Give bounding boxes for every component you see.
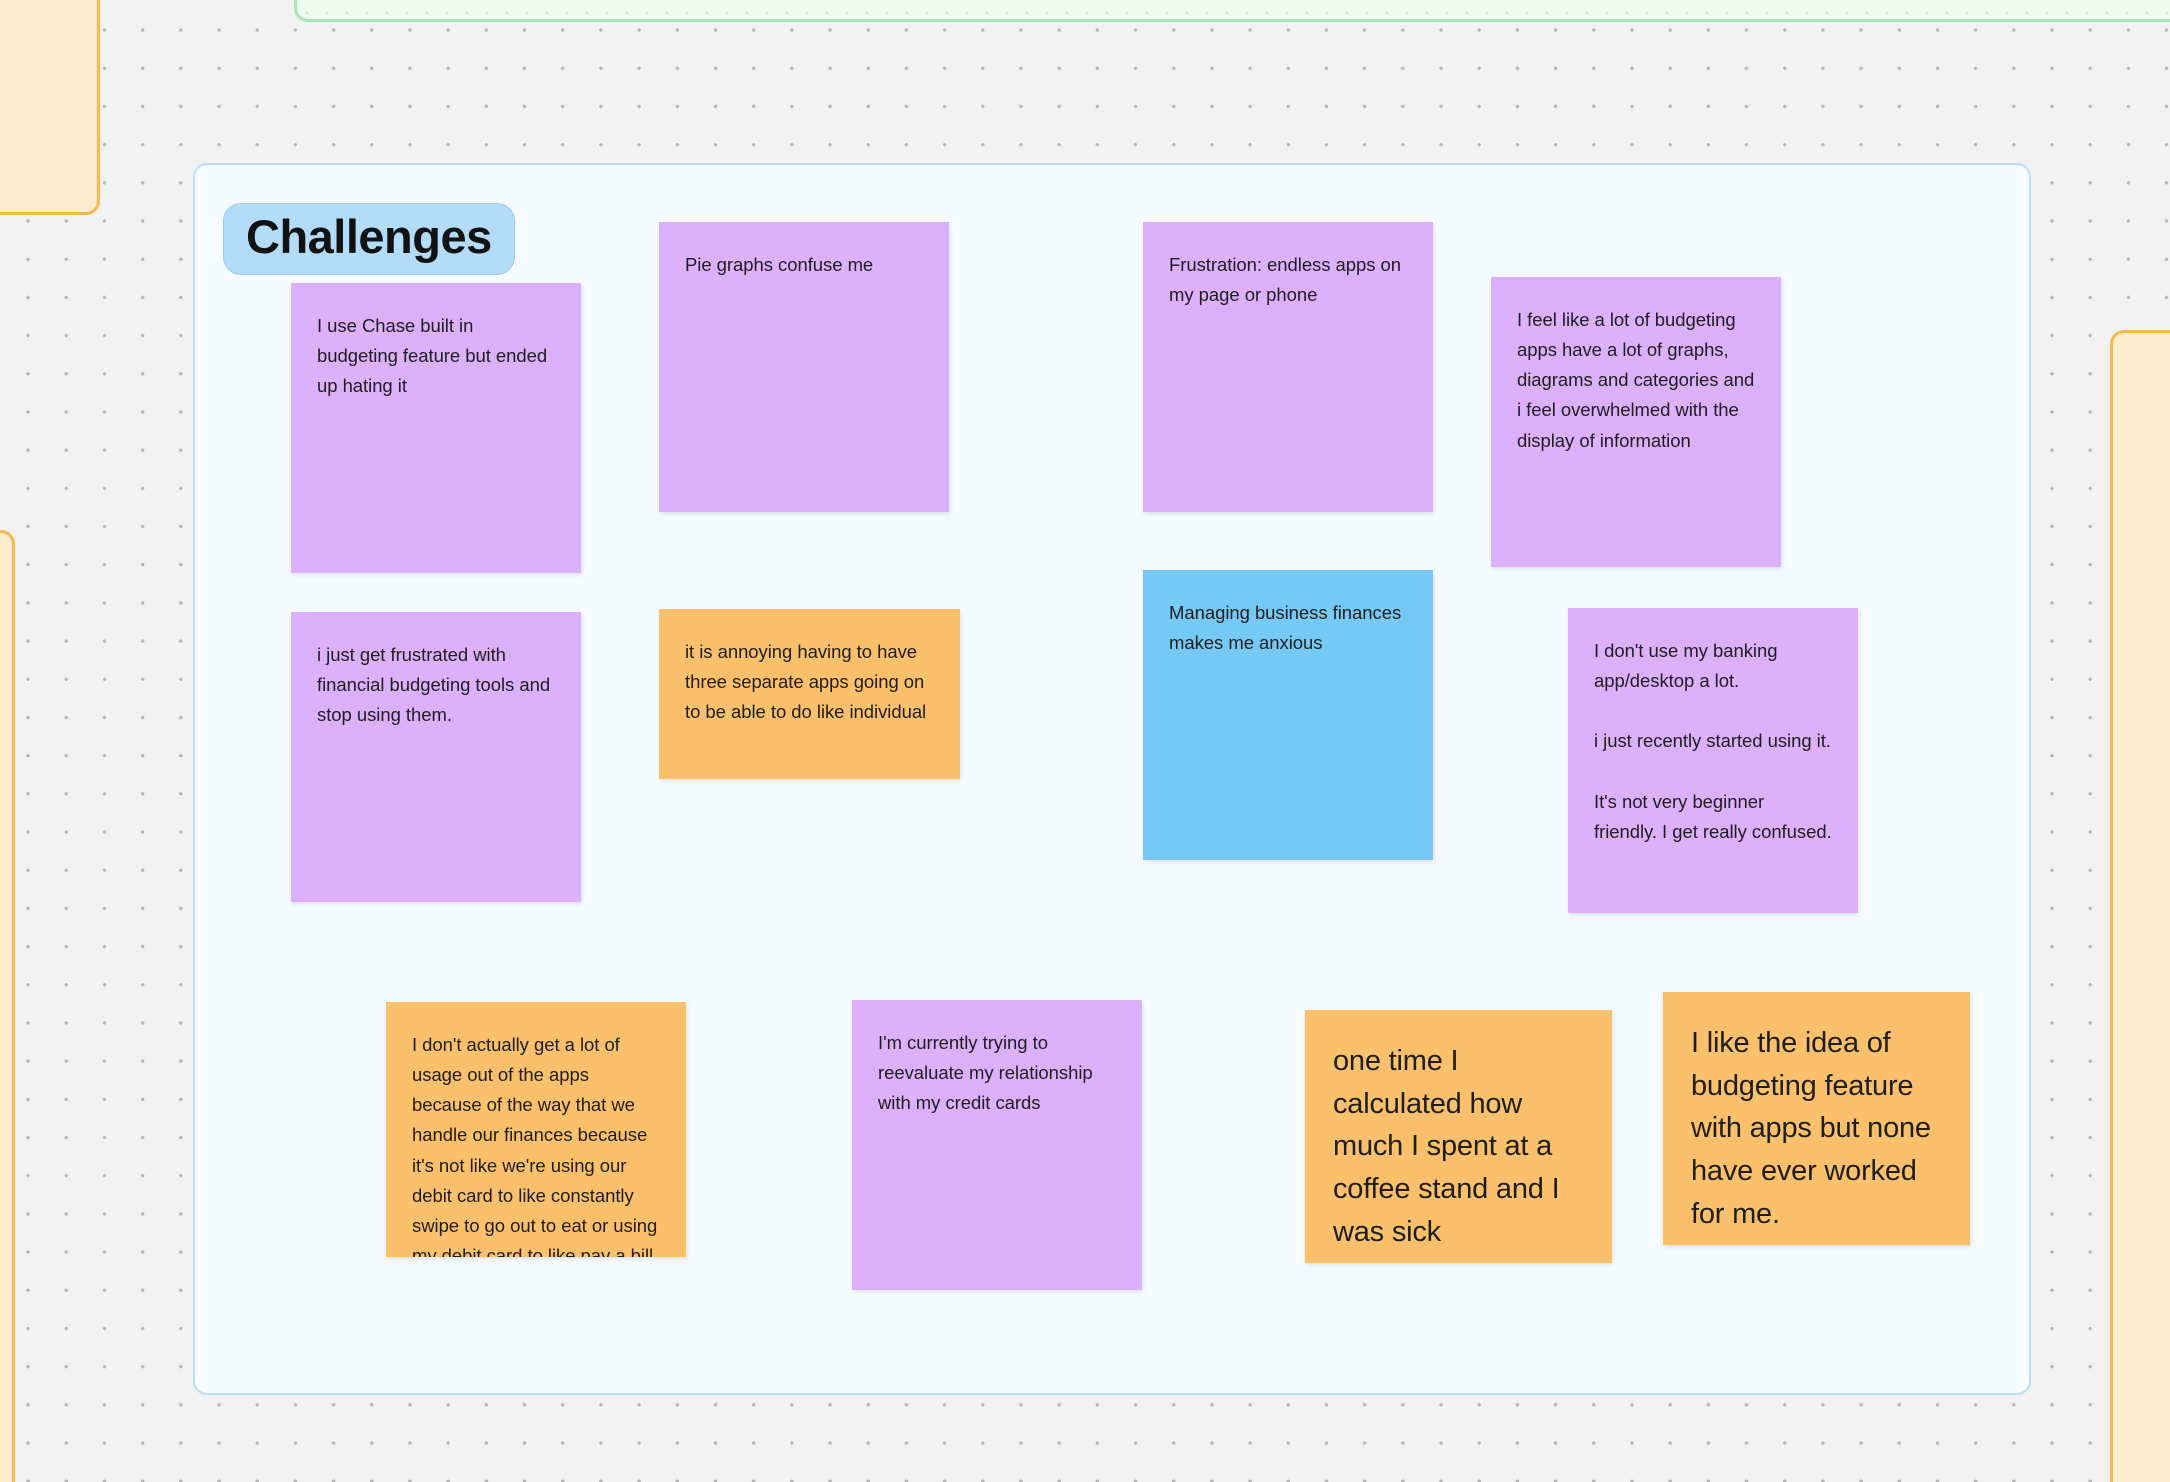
frame-orange-left[interactable] — [0, 0, 100, 215]
sticky-note[interactable]: I use Chase built in budgeting feature b… — [291, 283, 581, 573]
sticky-note[interactable]: one time I calculated how much I spent a… — [1305, 1010, 1612, 1263]
sticky-note-text: I feel like a lot of budgeting apps have… — [1517, 309, 1755, 451]
sticky-note-text: one time I calculated how much I spent a… — [1333, 1045, 1560, 1248]
sticky-note[interactable]: I feel like a lot of budgeting apps have… — [1491, 277, 1781, 567]
sticky-note-text: Pie graphs confuse me — [685, 254, 874, 275]
sticky-note[interactable]: I don't actually get a lot of usage out … — [386, 1002, 686, 1257]
sticky-note-text: I don't use my banking app/desktop a lot… — [1594, 640, 1832, 842]
sticky-note[interactable]: Pie graphs confuse me — [659, 222, 949, 512]
frame-orange-bottom-left[interactable] — [0, 530, 15, 1482]
sticky-note-text: I'm currently trying to reevaluate my re… — [878, 1032, 1093, 1114]
sticky-note[interactable]: Frustration: endless apps on my page or … — [1143, 222, 1433, 512]
sticky-note-text: i just get frustrated with financial bud… — [317, 644, 551, 726]
sticky-note-text: I don't actually get a lot of usage out … — [412, 1034, 659, 1257]
sticky-note-text: it is annoying having to have three sepa… — [685, 641, 927, 723]
sticky-note-text: Frustration: endless apps on my page or … — [1169, 254, 1402, 306]
sticky-note[interactable]: it is annoying having to have three sepa… — [659, 609, 960, 779]
sticky-note-text: Managing business finances makes me anxi… — [1169, 602, 1402, 654]
frame-orange-right[interactable] — [2110, 330, 2170, 1482]
sticky-note[interactable]: I'm currently trying to reevaluate my re… — [852, 1000, 1142, 1290]
sticky-note[interactable]: i just get frustrated with financial bud… — [291, 612, 581, 902]
frame-green-top[interactable] — [294, 0, 2170, 22]
sticky-note[interactable]: Managing business finances makes me anxi… — [1143, 570, 1433, 860]
frame-title-challenges[interactable]: Challenges — [223, 203, 515, 275]
sticky-note-text: I like the idea of budgeting feature wit… — [1691, 1027, 1931, 1230]
sticky-note-text: I use Chase built in budgeting feature b… — [317, 315, 548, 397]
sticky-note[interactable]: I don't use my banking app/desktop a lot… — [1568, 608, 1858, 913]
sticky-note[interactable]: I like the idea of budgeting feature wit… — [1663, 992, 1970, 1245]
